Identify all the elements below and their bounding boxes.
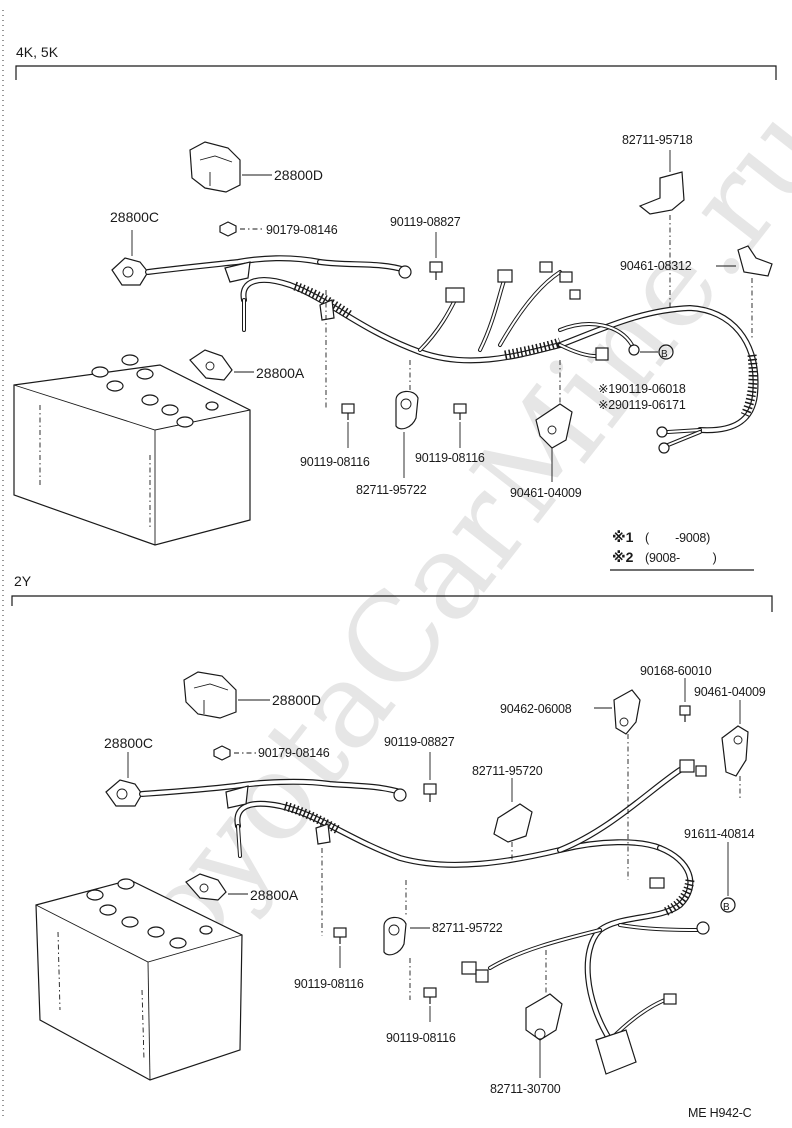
label-82711-95718-top: 82711-95718 xyxy=(622,133,693,147)
label-90119-06018-top: ※190119-06018 xyxy=(598,382,686,396)
label-28800C-bottom: 28800C xyxy=(104,735,153,751)
part-90119-08116-right-top xyxy=(453,403,467,448)
part-90179-top xyxy=(219,221,264,237)
part-28800D-bottom xyxy=(183,671,270,719)
label-28800C-top: 28800C xyxy=(110,209,159,225)
label-90119-08116-left-top: 90119-08116 xyxy=(300,455,370,469)
footer-code: ME H942-C xyxy=(688,1106,752,1120)
section-title-top: 4K, 5K xyxy=(16,44,59,60)
label-82711-95722-top: 82711-95722 xyxy=(356,483,427,497)
part-90119-08116-left-top xyxy=(325,290,355,448)
part-82711-30700-bottom xyxy=(525,950,563,1078)
section-top: 4K, 5K 28800D xyxy=(13,44,777,571)
svg-text:B: B xyxy=(661,349,668,360)
battery-top xyxy=(13,354,251,546)
part-28800A-bottom xyxy=(185,873,248,901)
label-90119-06171-top: ※290119-06171 xyxy=(598,398,686,412)
section-bracket-top xyxy=(15,65,777,80)
label-90119-08827-top: 90119-08827 xyxy=(390,215,461,229)
label-90119-08116-a-bottom: 90119-08116 xyxy=(294,977,364,991)
label-90119-08827-bottom: 90119-08827 xyxy=(384,735,455,749)
marker-b-top: B xyxy=(640,344,674,360)
part-28800A-top xyxy=(189,349,254,381)
part-90119-08827-bottom xyxy=(423,752,437,802)
label-90168-bottom: 90168-60010 xyxy=(640,664,712,678)
section-bottom: 2Y 28800D 28 xyxy=(11,573,773,1096)
connector xyxy=(445,287,465,303)
part-90119-08116-a-bottom xyxy=(321,848,347,968)
part-91611-bottom: B xyxy=(720,842,736,913)
section-bracket-bottom xyxy=(11,595,773,612)
part-90461-04009-bottom xyxy=(721,700,749,800)
svg-text:B: B xyxy=(723,902,730,913)
label-90179-top: 90179-08146 xyxy=(266,223,338,237)
part-90168-bottom xyxy=(679,678,691,722)
part-90462-bottom xyxy=(594,689,641,880)
label-82711-95720-bottom: 82711-95720 xyxy=(472,764,543,778)
section-title-bottom: 2Y xyxy=(14,573,32,589)
part-90461-04009-top xyxy=(535,360,573,482)
label-28800D-top: 28800D xyxy=(274,167,323,183)
part-90119-08827-top xyxy=(429,232,443,280)
part-90119-08116-b-bottom xyxy=(423,987,437,1022)
part-82711-95720-bottom xyxy=(493,778,533,862)
harness-top xyxy=(145,255,759,454)
part-28800C-bottom xyxy=(105,752,143,807)
label-82711-30700-bottom: 82711-30700 xyxy=(490,1082,561,1096)
part-82711-95722-bottom xyxy=(383,880,430,1000)
legend-row2-text: (9008- ) xyxy=(645,551,717,565)
part-90461-08312-top xyxy=(716,245,773,340)
label-90461-08312-top: 90461-08312 xyxy=(620,259,692,273)
part-90179-bottom xyxy=(213,745,256,761)
battery-bottom xyxy=(35,878,243,1081)
legend-row2-mark: ※2 xyxy=(612,549,634,565)
label-90119-08116-right-top: 90119-08116 xyxy=(415,451,485,465)
label-90461-04009-top: 90461-04009 xyxy=(510,486,582,500)
legend-box: ※1 ( -9008) ※2 (9008- ) xyxy=(610,529,754,571)
label-90462-bottom: 90462-06008 xyxy=(500,702,572,716)
label-90119-08116-b-bottom: 90119-08116 xyxy=(386,1031,456,1045)
part-28800D-top xyxy=(189,141,272,193)
label-90461-04009-bottom: 90461-04009 xyxy=(694,685,766,699)
label-28800A-bottom: 28800A xyxy=(250,887,299,903)
label-28800D-bottom: 28800D xyxy=(272,692,321,708)
part-82711-95722-top xyxy=(395,360,419,478)
label-91611-bottom: 91611-40814 xyxy=(684,827,755,841)
label-90179-bottom: 90179-08146 xyxy=(258,746,330,760)
part-28800C-top xyxy=(111,230,149,286)
label-28800A-top: 28800A xyxy=(256,365,305,381)
part-82711-95718-top xyxy=(638,150,685,310)
legend-row1-text: ( -9008) xyxy=(645,531,710,545)
label-82711-95722-bottom: 82711-95722 xyxy=(432,921,503,935)
harness-bottom xyxy=(139,759,710,1075)
legend-row1-mark: ※1 xyxy=(612,529,634,545)
